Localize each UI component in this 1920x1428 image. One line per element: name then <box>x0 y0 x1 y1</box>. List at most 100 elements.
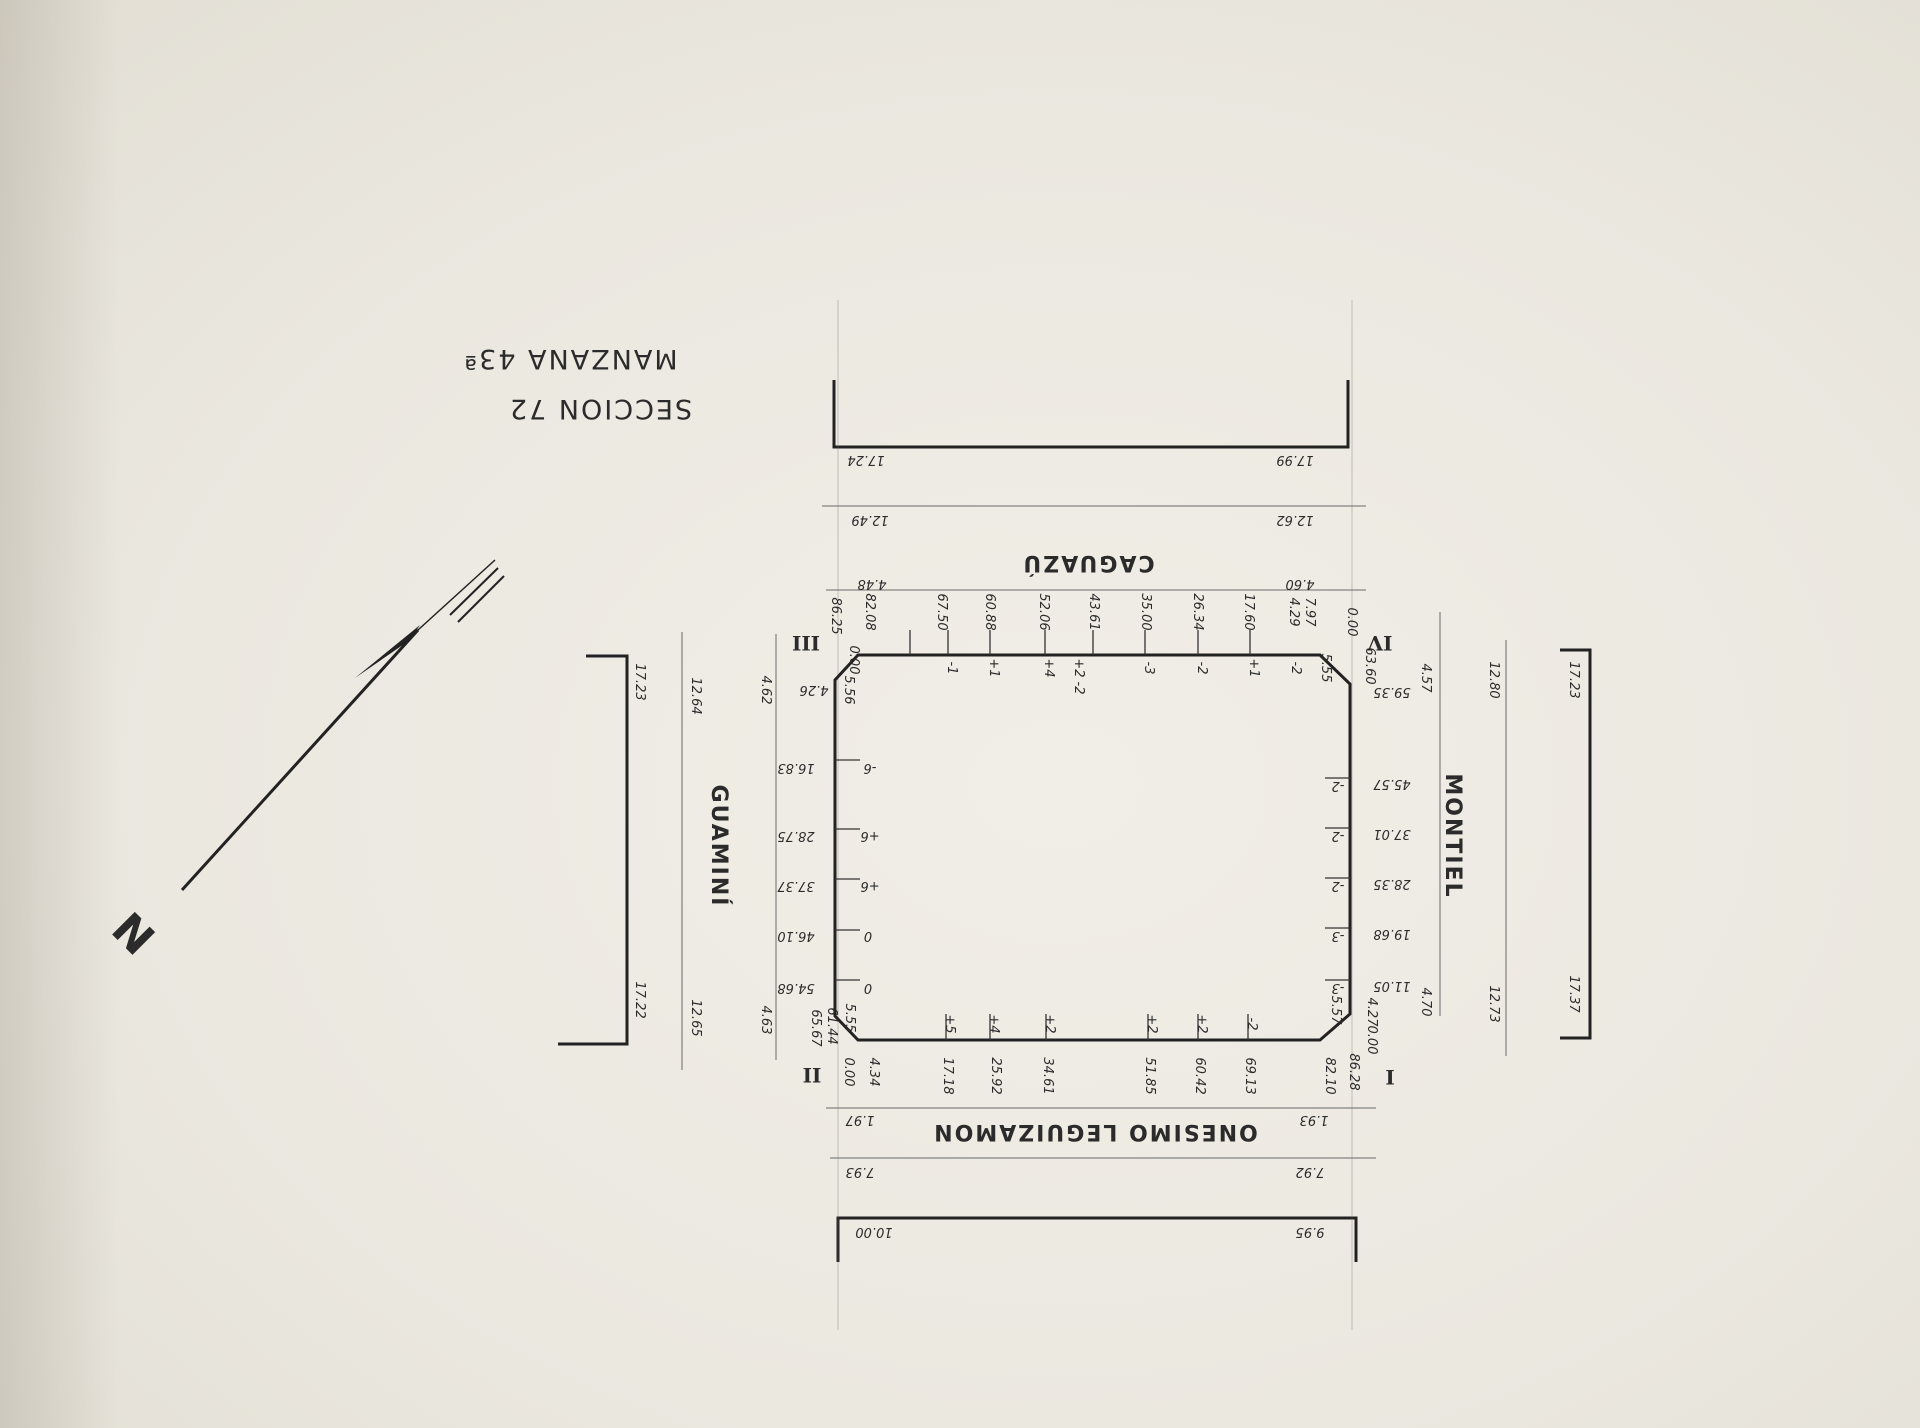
width-label: 10.00 <box>855 1224 892 1239</box>
west-front-ticks <box>835 759 860 981</box>
south-mark: +2 <box>1194 1014 1209 1033</box>
corner-value: 61.44 <box>824 1007 839 1044</box>
west-mark: -6 <box>864 760 877 775</box>
width-label: 12.73 <box>1486 985 1501 1022</box>
street-east: MONTIEL <box>1440 773 1465 898</box>
south-dist: 60.42 <box>1192 1057 1207 1094</box>
corner-value: 5.57 <box>1328 996 1343 1026</box>
north-front-ticks <box>909 630 1251 655</box>
north-dist: 17.60 <box>1241 593 1256 630</box>
west-dist: 28.75 <box>777 828 814 843</box>
west-mark: 0 <box>864 980 872 995</box>
corner-value: 7.97 <box>1302 598 1317 628</box>
north-label: N <box>104 901 166 963</box>
width-label: 17.23 <box>1566 661 1581 698</box>
width-label: 17.24 <box>847 452 884 467</box>
width-label: 17.37 <box>1566 975 1581 1013</box>
street-west: GUAMINÍ <box>706 785 732 908</box>
width-label: 7.93 <box>846 1164 875 1179</box>
south-outer-line <box>836 1216 1358 1262</box>
ne-corner-values: 0.00 63.60 4.29 7.97 5.55 <box>1286 598 1377 685</box>
south-dist: 25.92 <box>988 1057 1003 1094</box>
east-mark: -2 <box>1332 878 1345 893</box>
north-dist: 82.08 <box>862 593 877 630</box>
north-front-labels: 82.08 67.50 60.88 52.06 43.61 35.00 26.3… <box>862 593 1303 694</box>
corner-value: 0.00 <box>1344 608 1359 637</box>
corner-value: 5.55 <box>1318 654 1333 683</box>
east-dist: 28.35 <box>1373 876 1410 891</box>
north-mark: +1 <box>986 658 1001 677</box>
north-mark: -2 <box>1194 662 1209 675</box>
corner-value: 65.67 <box>808 1009 823 1047</box>
west-outer-line <box>558 654 629 1046</box>
width-label: 4.57 <box>1418 664 1433 694</box>
width-label: 4.70 <box>1418 988 1433 1017</box>
width-label: 17.99 <box>1276 452 1313 467</box>
corner-value: 4.26 <box>800 682 829 697</box>
south-mark: -2 <box>1244 1018 1259 1031</box>
south-mark: +2 <box>1042 1014 1057 1033</box>
north-mark: -1 <box>944 662 959 675</box>
street-south: ONESIMO LEGUIZAMON <box>932 1119 1258 1144</box>
north-outer-line <box>832 380 1350 449</box>
south-mark: +4 <box>986 1014 1001 1033</box>
east-dist: 19.68 <box>1373 926 1410 941</box>
block-title: MANZANA 43ª <box>462 343 677 374</box>
south-dist: 51.85 <box>1142 1057 1157 1094</box>
width-label: 12.80 <box>1486 661 1501 698</box>
south-dist: 4.34 <box>866 1058 881 1087</box>
south-front-ticks <box>945 1014 1249 1040</box>
west-front-labels: 16.83 28.75 37.37 46.10 54.68 -6 +6 +6 0… <box>777 760 880 995</box>
south-dist: 17.18 <box>940 1057 955 1094</box>
width-label: 12.49 <box>851 512 888 527</box>
corner-value: 5.56 <box>841 676 856 705</box>
corner-value: 86.28 <box>1346 1053 1361 1090</box>
north-mark-below: -2 <box>1071 682 1086 695</box>
north-dist: 26.34 <box>1190 593 1205 630</box>
width-label: 12.64 <box>688 677 703 714</box>
south-mark: +5 <box>942 1014 957 1033</box>
east-front-ticks <box>1325 777 1350 981</box>
width-label: 1.93 <box>1300 1112 1329 1127</box>
section-title: SECCION 72 <box>508 393 692 424</box>
north-mark: +4 <box>1041 658 1056 677</box>
south-dist: 34.61 <box>1040 1057 1055 1094</box>
north-dist: 67.50 <box>934 593 949 630</box>
north-dist: 52.06 <box>1036 593 1051 630</box>
west-mark: 0 <box>864 928 872 943</box>
corner-value: 0.00 <box>846 646 861 675</box>
north-dist: 60.88 <box>982 593 997 630</box>
width-label: 1.97 <box>845 1112 875 1127</box>
sw-corner-values: 65.67 0.00 61.44 5.55 <box>808 1004 857 1087</box>
width-label: 12.62 <box>1276 512 1313 527</box>
street-north: CAGUAZÚ <box>1021 550 1154 576</box>
width-label: 17.22 <box>632 981 647 1018</box>
corner-value: 4.29 <box>1286 598 1301 627</box>
corner-value: 4.27 <box>1364 998 1379 1028</box>
corner-ne: IV <box>1367 631 1392 655</box>
east-mark: -2 <box>1332 778 1345 793</box>
corner-nw: III <box>792 631 820 655</box>
north-mark: -2 <box>1288 662 1303 675</box>
south-front-labels: 4.34 17.18 25.92 34.61 51.85 60.42 69.13… <box>866 1014 1337 1094</box>
corner-value: 63.60 <box>1362 647 1377 684</box>
width-label: 12.65 <box>688 999 703 1036</box>
width-label: 9.95 <box>1296 1224 1325 1239</box>
west-mark: +6 <box>860 828 879 843</box>
se-corner-values: 86.28 0.00 4.27 5.57 <box>1328 996 1379 1091</box>
east-mark: -2 <box>1332 828 1345 843</box>
width-label: 17.23 <box>632 663 647 700</box>
corner-value: 86.25 <box>828 597 843 634</box>
width-label: 4.63 <box>758 1006 773 1035</box>
north-dist: 35.00 <box>1138 593 1153 630</box>
east-dist: 45.57 <box>1373 776 1411 791</box>
width-label: 4.48 <box>858 576 887 591</box>
west-dist: 16.83 <box>777 760 814 775</box>
width-label: 4.60 <box>1286 576 1315 591</box>
paper-edge-shadow <box>0 0 120 1428</box>
east-mark: -3 <box>1332 928 1345 943</box>
south-mark: +2 <box>1144 1014 1159 1033</box>
block-outline <box>833 653 1352 1042</box>
